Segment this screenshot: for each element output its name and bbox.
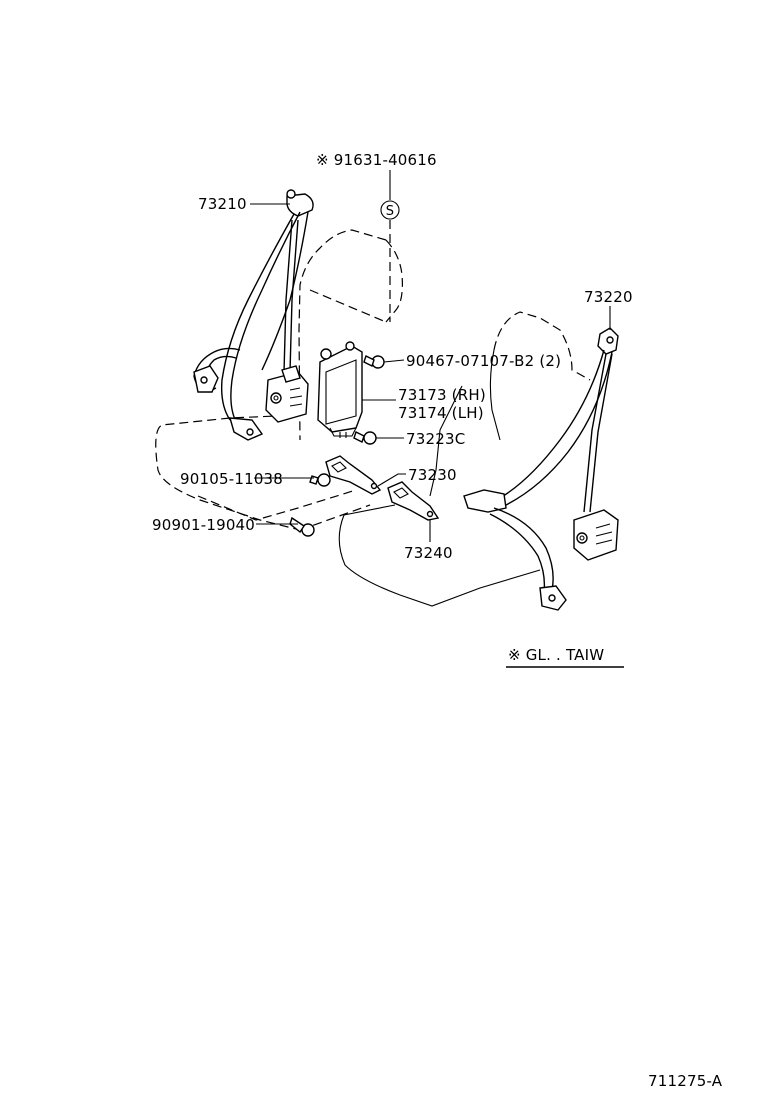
label-91631-40616: ※ 91631-40616 bbox=[316, 151, 437, 169]
label-73230: 73230 bbox=[408, 466, 457, 484]
bolt-90467 bbox=[363, 355, 385, 369]
figure-code: 711275-A bbox=[648, 1072, 723, 1090]
label-73240: 73240 bbox=[404, 544, 453, 562]
label-73210: 73210 bbox=[198, 195, 247, 213]
label-73174-lh: 73174 (LH) bbox=[398, 404, 484, 422]
s-symbol: S bbox=[380, 200, 400, 220]
bolt-90901-19040 bbox=[289, 516, 315, 537]
label-73223c: 73223C bbox=[406, 430, 465, 448]
center-control-module bbox=[317, 341, 363, 438]
label-73173-rh: 73173 (RH) bbox=[398, 386, 486, 404]
screw-73223c bbox=[353, 431, 377, 445]
label-90467-07107-b2: 90467-07107-B2 (2) bbox=[406, 352, 561, 370]
right-seat-outline bbox=[338, 311, 591, 607]
leader-lines bbox=[197, 170, 611, 542]
buckle-73230 bbox=[325, 455, 382, 495]
label-90901-19040: 90901-19040 bbox=[152, 516, 255, 534]
right-belt-assembly-73220 bbox=[463, 327, 619, 611]
label-73220: 73220 bbox=[584, 288, 633, 306]
bolt-90105-11038 bbox=[309, 473, 331, 487]
legend-note: ※ GL. . TAIW bbox=[508, 646, 604, 664]
buckle-73240 bbox=[387, 481, 440, 521]
left-belt-assembly-73210 bbox=[193, 189, 314, 441]
label-90105-11038: 90105-11038 bbox=[180, 470, 283, 488]
left-seat-outline bbox=[155, 229, 403, 531]
s-symbol-label: S bbox=[386, 204, 394, 219]
